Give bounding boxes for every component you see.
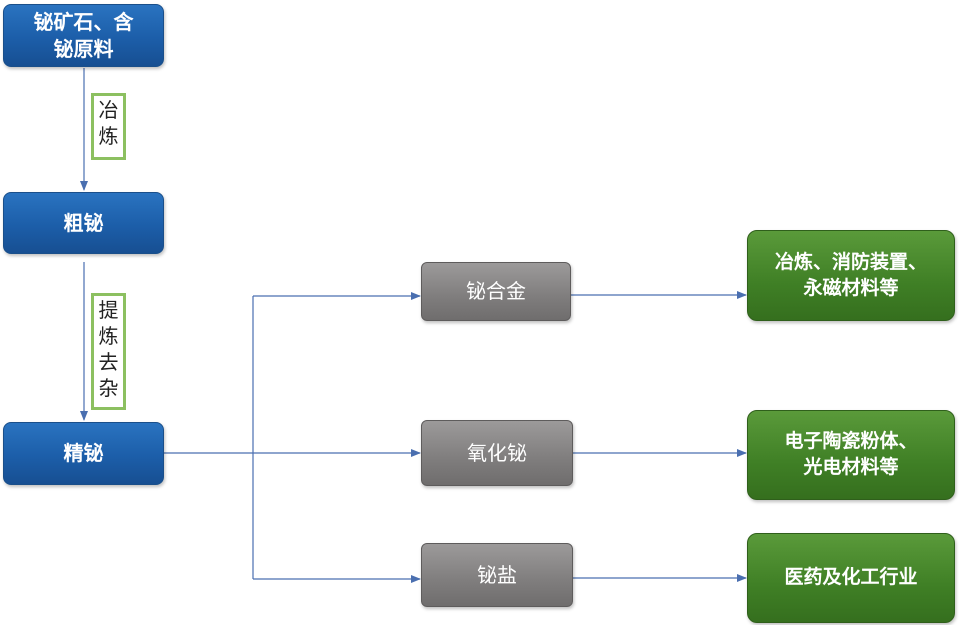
node-app-alloy: 冶炼、消防装置、 永磁材料等	[747, 230, 955, 321]
label-smelting-char: 冶	[98, 98, 119, 122]
label-smelting: 冶 炼	[91, 93, 126, 160]
label-refining: 提 炼 去 杂	[91, 293, 126, 410]
node-bismuth-alloy: 铋合金	[421, 262, 571, 321]
node-bismuth-alloy-text: 铋合金	[466, 279, 526, 303]
node-app-salt-text: 医药及化工行业	[784, 566, 918, 589]
node-crude-bismuth: 粗铋	[3, 192, 164, 254]
node-crude-bismuth-text: 粗铋	[63, 210, 104, 235]
node-app-alloy-line2: 永磁材料等	[803, 276, 899, 299]
label-refining-char: 去	[98, 350, 119, 374]
node-raw-material: 铋矿石、含 铋原料	[3, 4, 164, 67]
node-raw-material-line2: 铋原料	[53, 36, 114, 61]
node-bismuth-salt: 铋盐	[421, 543, 573, 607]
node-raw-material-line1: 铋矿石、含	[33, 9, 134, 34]
node-app-oxide-line1: 电子陶瓷粉体、	[784, 430, 918, 453]
label-refining-char: 提	[98, 298, 119, 322]
label-refining-char: 杂	[98, 376, 119, 400]
node-refined-bismuth-text: 精铋	[63, 441, 104, 465]
node-bismuth-salt-text: 铋盐	[477, 562, 517, 587]
node-app-alloy-line1: 冶炼、消防装置、	[774, 250, 927, 273]
node-bismuth-oxide-text: 氧化铋	[467, 440, 527, 465]
node-refined-bismuth: 精铋	[3, 422, 164, 485]
label-refining-char: 炼	[98, 324, 119, 348]
node-app-oxide: 电子陶瓷粉体、 光电材料等	[747, 410, 955, 500]
node-app-oxide-line2: 光电材料等	[803, 456, 899, 478]
node-app-salt: 医药及化工行业	[747, 533, 955, 623]
label-smelting-char: 炼	[98, 124, 119, 148]
node-bismuth-oxide: 氧化铋	[421, 420, 573, 486]
